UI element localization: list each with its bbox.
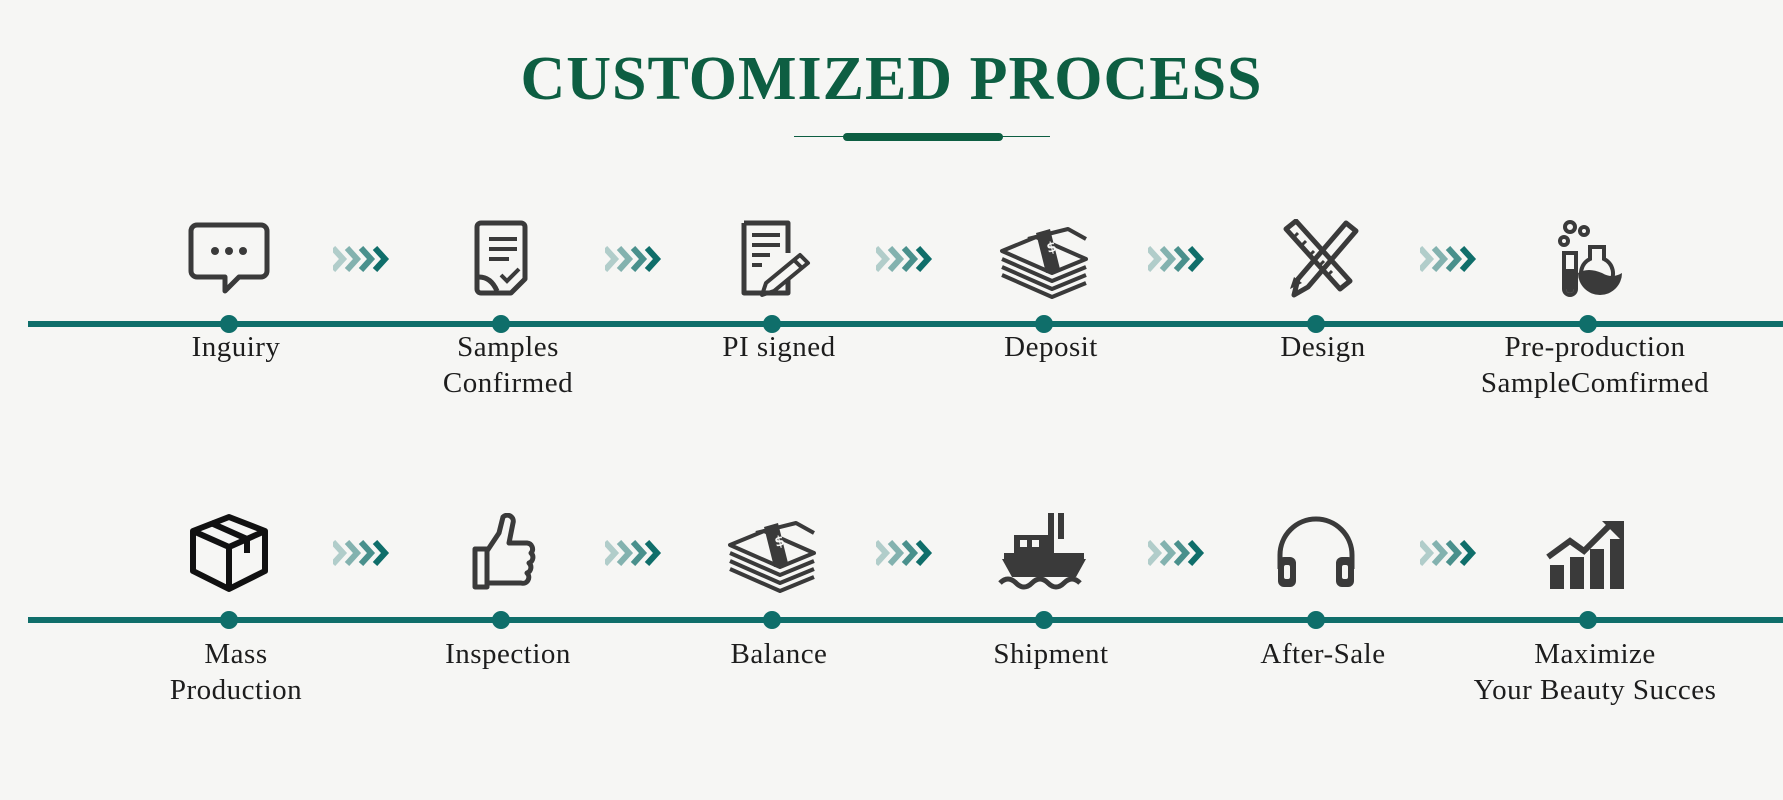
step-label: Design	[1280, 331, 1366, 363]
step-label: Inspection	[445, 638, 571, 670]
contract-pen-icon	[724, 219, 820, 299]
step-dot	[1307, 315, 1325, 333]
headphones-icon	[1268, 513, 1364, 593]
chevron-arrows-icon	[604, 246, 669, 272]
step-dot	[220, 315, 238, 333]
growth-chart-icon	[1540, 513, 1636, 593]
step-label: Maximize Your Beauty Succes	[1473, 638, 1717, 706]
step-label: PI signed	[722, 331, 836, 363]
chevron-arrows-icon	[876, 246, 940, 272]
step-dot	[763, 611, 781, 629]
step-dot	[492, 315, 510, 333]
chevron-arrows-icon	[604, 540, 669, 566]
step-label: Balance	[730, 638, 828, 670]
step-label: Shipment	[993, 638, 1109, 670]
chevron-arrows-icon	[333, 246, 397, 272]
title-underline-bar	[843, 133, 1003, 141]
document-check-icon	[453, 219, 549, 299]
step-label: Inguiry	[191, 331, 281, 363]
speech-bubble-icon	[181, 219, 277, 299]
ship-icon	[996, 513, 1092, 593]
step-label: After-Sale	[1260, 638, 1386, 670]
chevron-arrows-icon	[1420, 246, 1484, 272]
money-stack-icon: $	[724, 513, 820, 593]
svg-text:$: $	[1045, 239, 1059, 257]
step-dot	[1035, 315, 1053, 333]
ruler-pencil-icon	[1268, 219, 1364, 299]
thumbs-up-icon	[453, 513, 549, 593]
step-dot	[220, 611, 238, 629]
step-label: Pre-production SampleComfirmed	[1480, 331, 1710, 399]
chevron-arrows-icon	[1148, 246, 1212, 272]
chevron-arrows-icon	[1420, 540, 1484, 566]
step-label: Mass Production	[169, 638, 303, 706]
page-title: CUSTOMIZED PROCESS	[520, 45, 1263, 113]
step-dot	[1579, 315, 1597, 333]
step-dot	[1307, 611, 1325, 629]
lab-flask-icon	[1540, 219, 1636, 299]
chevron-arrows-icon	[1148, 540, 1212, 566]
step-dot	[763, 315, 781, 333]
step-label: Samples Confirmed	[442, 331, 574, 399]
svg-text:$: $	[773, 533, 787, 551]
timeline-line	[28, 321, 1783, 327]
money-stack-icon: $	[996, 219, 1092, 299]
step-dot	[1579, 611, 1597, 629]
box-icon	[181, 513, 277, 593]
step-label: Deposit	[1004, 331, 1098, 363]
step-dot	[1035, 611, 1053, 629]
chevron-arrows-icon	[876, 540, 940, 566]
step-dot	[492, 611, 510, 629]
timeline-line	[28, 617, 1783, 623]
chevron-arrows-icon	[333, 540, 397, 566]
